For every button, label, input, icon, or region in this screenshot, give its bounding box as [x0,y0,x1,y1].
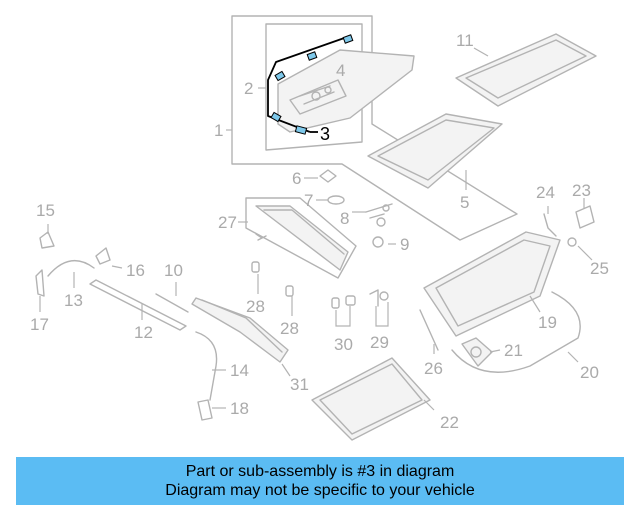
callout-4: 4 [336,61,345,80]
callout-15: 15 [36,201,55,220]
glass-panel-part-11 [455,33,597,107]
molding-part-10 [155,293,189,313]
callout-5: 5 [460,193,469,212]
glass-part-22 [311,357,431,441]
info-banner-line-2: Diagram may not be specific to your vehi… [165,482,475,499]
rear-window-part-19 [423,231,561,337]
info-banner-line-1: Part or sub-assembly is #3 in diagram [185,463,455,480]
callout-26: 26 [424,359,443,378]
cable-part-13 [47,259,95,277]
bracket-part-23 [575,205,595,229]
callout-31: 31 [290,375,309,394]
assembly-1-box [231,15,518,241]
part-3-clips [267,34,354,135]
callout-20: 20 [580,363,599,382]
part-25-shape [567,237,577,247]
callout-11: 11 [456,31,474,50]
callout-16: 16 [126,261,145,280]
part-18-shape [197,399,213,421]
callout-2: 2 [244,79,253,98]
callout-13: 13 [64,291,83,310]
molding-part-12 [89,279,187,331]
callout-7: 7 [304,191,313,210]
seal-part-20 [451,291,581,373]
glass-panel-part-5 [367,113,503,189]
strip-part-26 [419,309,439,351]
callout-28a: 28 [246,297,265,316]
molding-part-31 [191,297,289,363]
part-17-shape [35,269,45,297]
callout-21: 21 [504,341,523,360]
callout-28b: 28 [280,319,299,338]
callout-19: 19 [538,313,557,332]
part-7-shape [327,195,345,205]
callout-25: 25 [590,259,609,278]
callout-24: 24 [536,183,555,202]
callout-6: 6 [292,169,301,188]
molding-part-31b [201,299,283,353]
callout-12: 12 [134,323,153,342]
callout-8: 8 [340,209,349,228]
fasteners-part-30 [331,295,356,327]
info-banner: Part or sub-assembly is #3 in diagram Di… [16,457,624,505]
callout-22: 22 [440,413,459,432]
bracket-part-21 [461,337,493,367]
part-9-shape [372,236,384,248]
sunroof-frame-part-4 [277,49,415,133]
part-6-shape [319,169,337,183]
part-15-shape [39,231,55,249]
part-8-shape [365,203,393,227]
hose-part-14 [195,331,218,401]
bracket-part-24 [543,213,557,237]
callout-3: 3 [320,124,330,144]
callout-17: 17 [30,315,49,334]
assembly-27-box [245,197,357,279]
callout-27: 27 [218,213,237,232]
assembly-2-box [265,23,363,151]
molding-part-27 [255,205,349,271]
callout-30: 30 [334,335,353,354]
part-16-shape [95,247,111,265]
callout-23: 23 [572,181,591,200]
callout-29: 29 [370,333,389,352]
fasteners-part-29 [369,289,389,327]
callout-1: 1 [214,121,223,140]
callout-18: 18 [230,399,249,418]
callout-14: 14 [230,361,249,380]
part-28a-shape [251,261,260,273]
part-28b-shape [285,285,294,297]
callout-10: 10 [164,261,183,280]
leader-lines [39,47,593,411]
callout-9: 9 [400,235,409,254]
